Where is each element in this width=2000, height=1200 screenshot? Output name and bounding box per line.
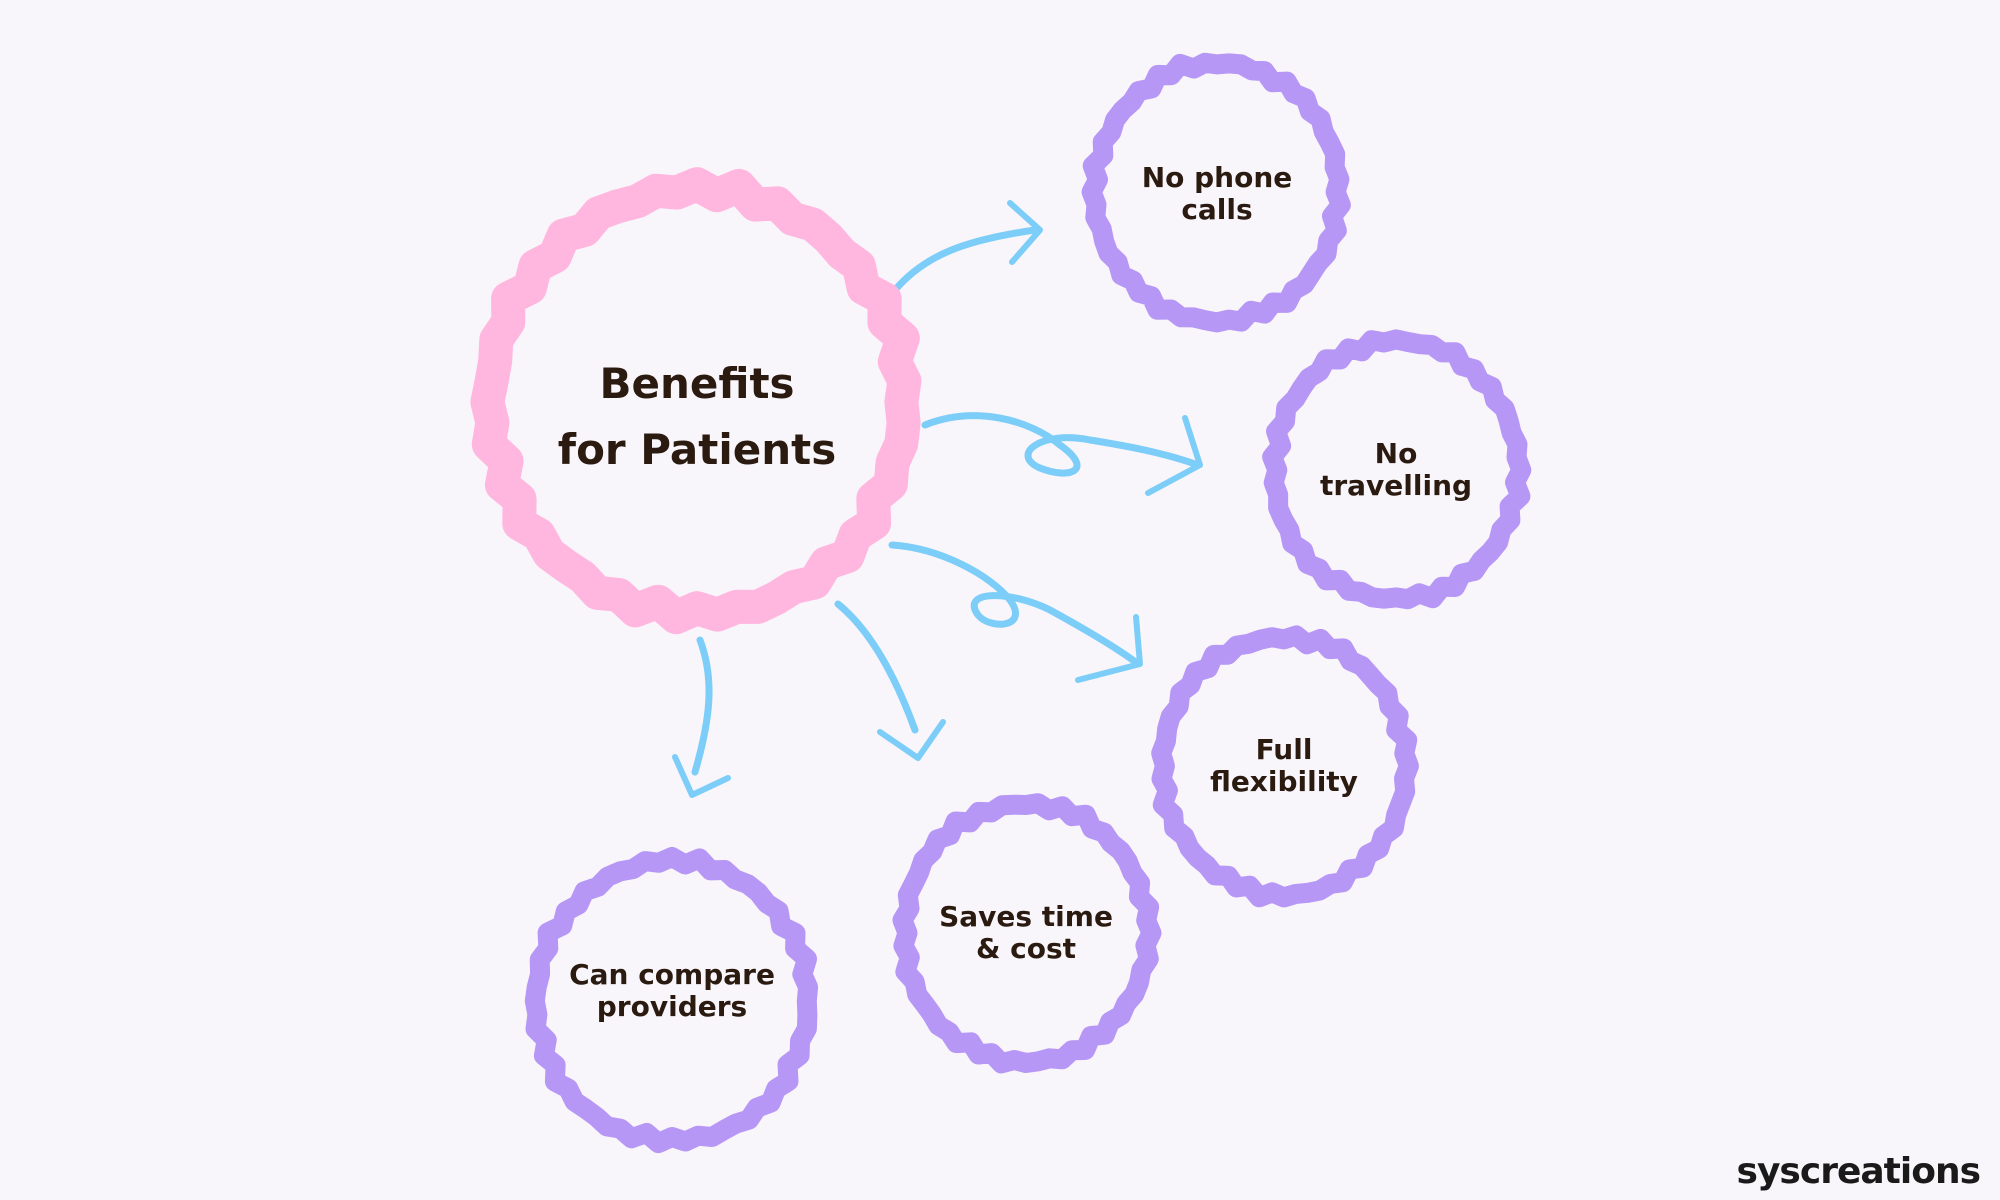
arrow-head — [877, 719, 946, 761]
benefit-line: No — [1374, 437, 1418, 470]
benefit-label-full-flexibility: Full flexibility — [1210, 734, 1358, 798]
benefit-line: providers — [596, 990, 748, 1023]
benefit-line: travelling — [1319, 469, 1473, 502]
arrow-saves-time-cost — [834, 600, 946, 761]
arrow-shaft — [891, 226, 1039, 294]
benefit-ring-can-compare-providers — [524, 847, 819, 1154]
arrow-shaft — [888, 541, 1142, 668]
arrow-head — [1075, 614, 1143, 683]
benefit-ring-no-phone-calls — [1081, 52, 1351, 333]
arrow-head — [672, 754, 731, 798]
benefit-ring-full-flexibility — [1151, 625, 1419, 908]
benefit-label-saves-time-cost: Saves time & cost — [939, 901, 1113, 965]
center-node-ring — [470, 167, 922, 635]
benefit-label-no-phone-calls: No phone calls — [1142, 162, 1293, 226]
arrows-layer — [672, 200, 1203, 798]
arrow-can-compare-providers — [672, 636, 731, 798]
arrow-head — [1007, 200, 1043, 265]
center-label-line-2: for Patients — [557, 425, 837, 474]
benefit-line: Saves time — [939, 900, 1113, 933]
benefit-ring-no-travelling — [1262, 329, 1532, 610]
center-label-line-1: Benefits — [599, 359, 795, 408]
benefit-label-can-compare-providers: Can compare providers — [569, 959, 775, 1023]
benefit-line: Can compare — [569, 958, 775, 991]
center-node-label: Benefits for Patients — [558, 351, 836, 483]
rings-layer — [470, 52, 1532, 1154]
benefit-ring-saves-time-cost — [892, 793, 1162, 1074]
arrow-full-flexibility — [888, 541, 1143, 683]
brand-logo: syscreations — [1736, 1151, 1981, 1192]
benefit-line: & cost — [975, 932, 1077, 965]
arrow-shaft — [834, 600, 919, 734]
benefit-line: calls — [1181, 193, 1253, 226]
arrow-no-travelling — [921, 412, 1203, 496]
benefit-line: flexibility — [1210, 765, 1358, 798]
arrow-shaft — [921, 412, 1202, 477]
benefit-line: No phone — [1141, 161, 1293, 194]
arrow-no-phone-calls — [891, 200, 1043, 294]
benefit-label-no-travelling: No travelling — [1320, 438, 1472, 502]
benefit-line: Full — [1255, 733, 1313, 766]
arrow-shaft — [691, 636, 713, 776]
arrow-head — [1145, 415, 1203, 496]
